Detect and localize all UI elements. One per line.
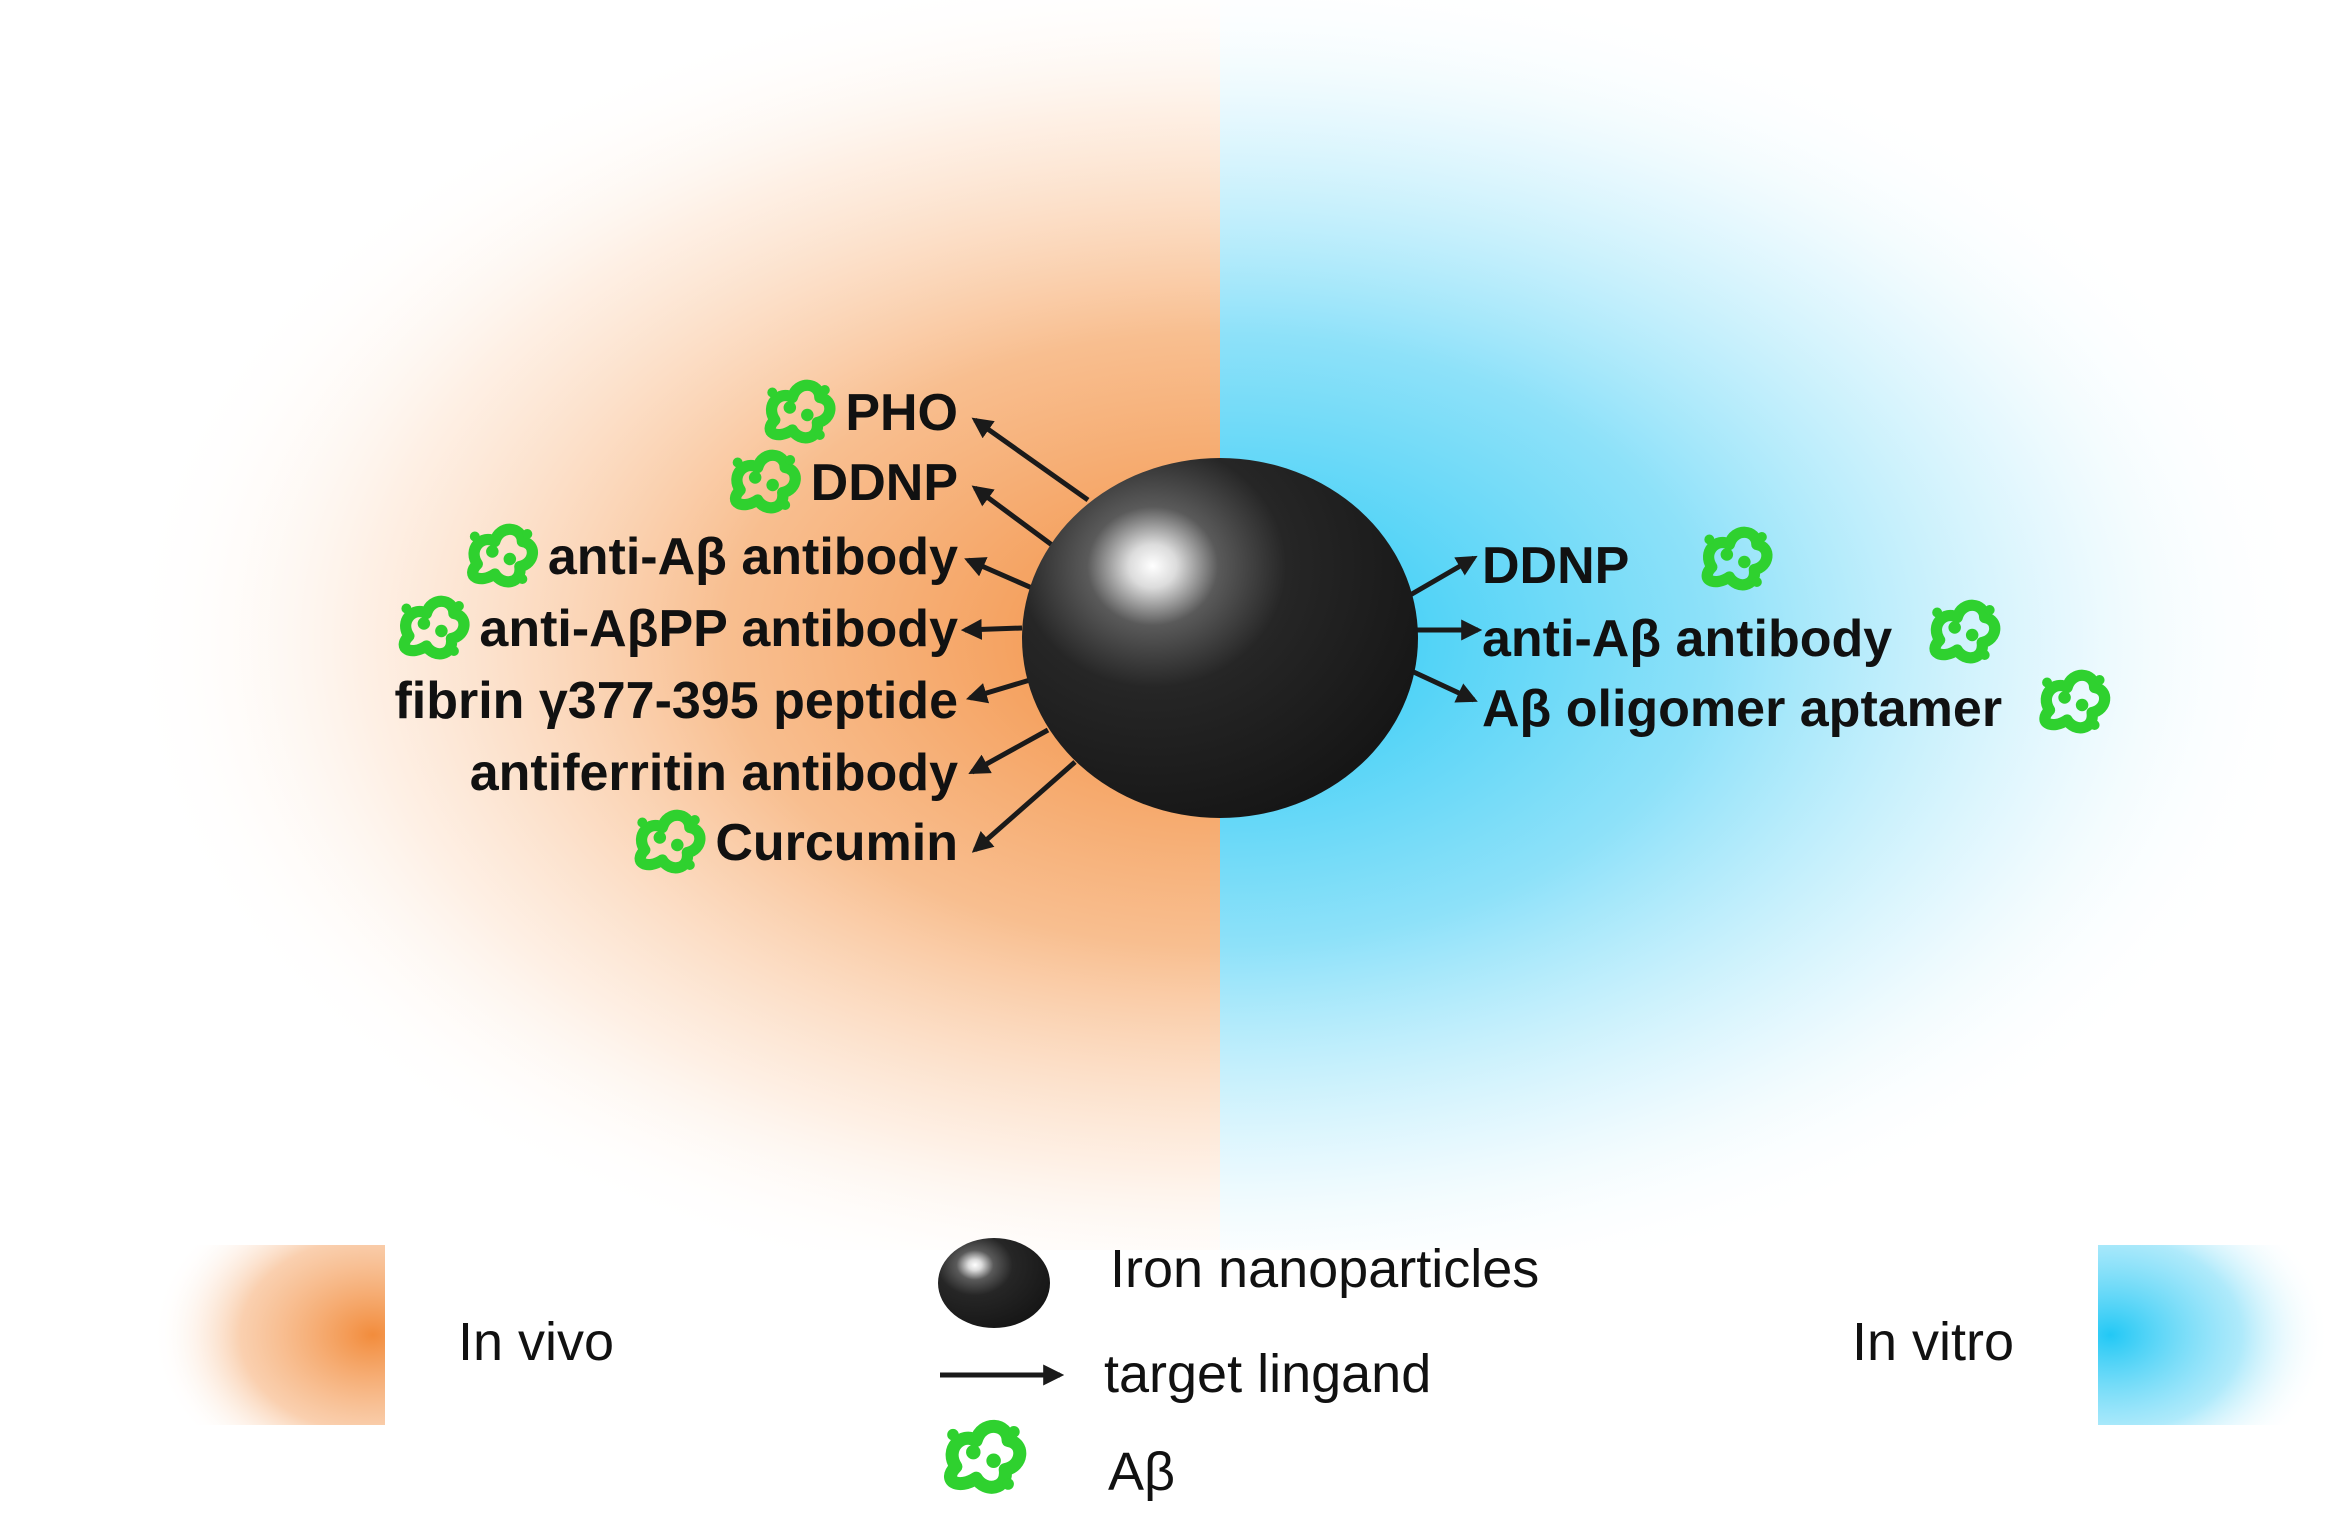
in-vitro-arrow-ddnp	[1403, 555, 1478, 601]
in-vivo-ligand-anti-a-antibody: anti-Aβ antibody	[548, 528, 958, 586]
legend-abeta-label: Aβ	[1108, 1442, 1175, 1502]
in-vitro-ligand-a-oligomer-aptamer: Aβ oligomer aptamer	[1482, 680, 2002, 738]
in-vivo-arrow-pho	[971, 417, 1090, 503]
in-vitro-arrow-a-oligomer-aptamer	[1403, 665, 1478, 703]
in-vivo-arrow-fibrin-377-395-peptide	[965, 677, 1031, 704]
iron-nanoparticle	[1022, 458, 1418, 818]
in-vitro-ligand-anti-a-antibody: anti-Aβ antibody	[1482, 610, 1892, 668]
in-vivo-arrow-curcumin	[971, 760, 1077, 853]
in-vivo-arrow-anti-a-antibody	[964, 557, 1034, 591]
in-vivo-ligand-fibrin-377-395-peptide: fibrin γ377-395 peptide	[394, 672, 958, 730]
in-vivo-arrow-anti-a-pp-antibody	[960, 618, 1023, 640]
legend-nanoparticle-icon	[938, 1238, 1050, 1328]
legend-in-vivo-label: In vivo	[458, 1312, 614, 1372]
in-vivo-ligand-curcumin: Curcumin	[715, 814, 958, 872]
in-vitro-ligand-list: DDNP anti-Aβ antibody Aβ oligomer aptamer	[1482, 532, 2105, 738]
ligand-arrows	[960, 417, 1483, 853]
in-vitro-swatch	[2098, 1245, 2342, 1425]
in-vivo-ligand-anti-a-pp-antibody: anti-AβPP antibody	[479, 600, 958, 658]
legend-ligand-label: target lingand	[1104, 1344, 1431, 1404]
in-vivo-ligand-antiferritin-antibody: antiferritin antibody	[470, 744, 958, 802]
in-vivo-arrow-ddnp	[971, 485, 1054, 548]
legend-in-vitro-label: In vitro	[1852, 1312, 2014, 1372]
in-vivo-arrow-antiferritin-antibody	[968, 727, 1050, 775]
in-vivo-swatch	[140, 1245, 385, 1425]
legend-panel	[380, 1250, 2100, 1535]
in-vivo-ligand-ddnp: DDNP	[811, 454, 958, 512]
in-vivo-ligand-list: PHO DDNP anti-Aβ antibody anti-AβPP antibod…	[394, 384, 958, 872]
in-vitro-ligand-ddnp: DDNP	[1482, 537, 1629, 595]
in-vivo-ligand-pho: PHO	[845, 384, 958, 442]
legend-nanoparticle-label: Iron nanoparticles	[1110, 1239, 1539, 1299]
